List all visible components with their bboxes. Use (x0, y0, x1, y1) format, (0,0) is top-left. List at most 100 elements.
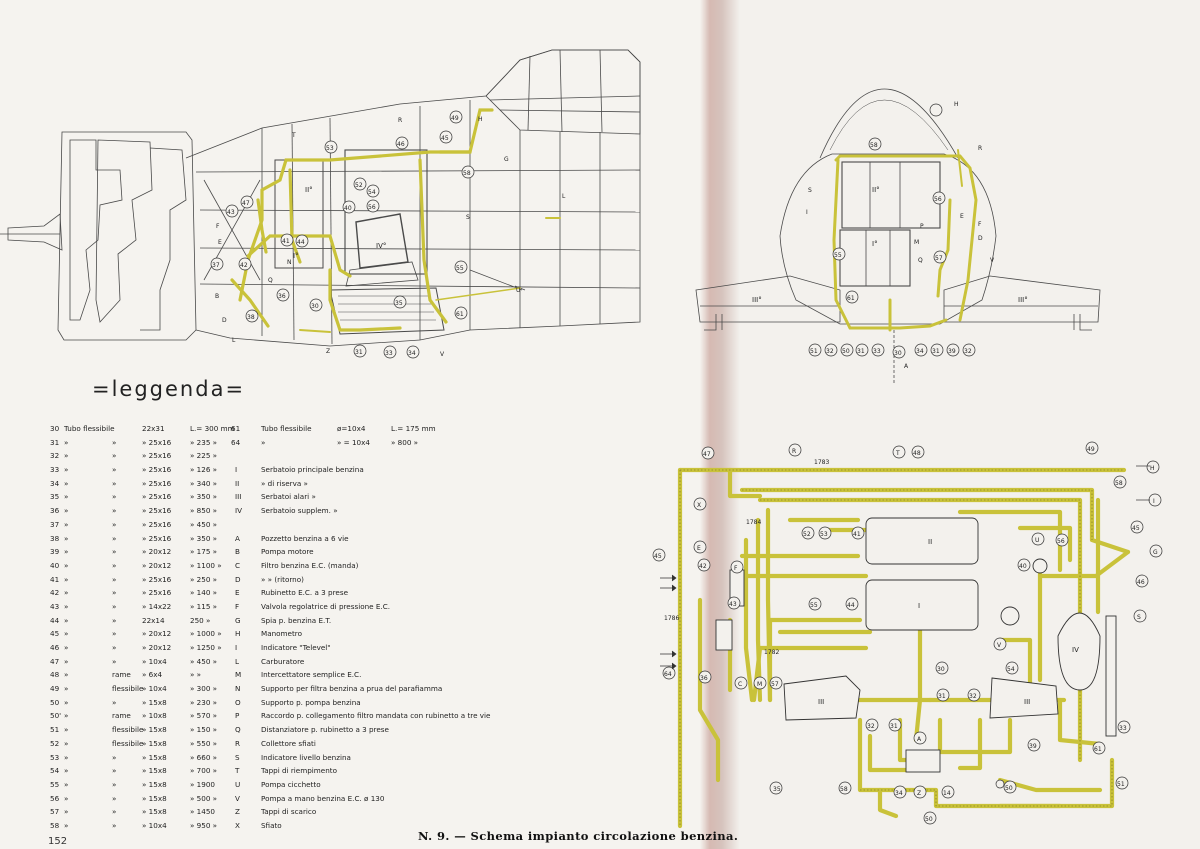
legend-row-dimension: » 25x16 (142, 588, 172, 598)
side-view-tank-labels: IV° II° I° (293, 186, 386, 260)
legend-row-description: Intercettatore semplice E.C. (261, 670, 362, 680)
legend-row-number: 46 (50, 643, 60, 652)
schematic-tank-labels: II I III III IV 1783 1784 1786 1782 (664, 459, 1079, 706)
svg-text:31: 31 (890, 723, 898, 730)
svg-text:N: N (287, 259, 292, 266)
legend-row-type: Tubo flessibile (261, 424, 312, 433)
svg-text:58: 58 (840, 786, 848, 793)
legend-row-material: » (112, 793, 117, 803)
legend-row-dimension: » 20x12 (142, 629, 172, 639)
legend-row-type: » (261, 437, 266, 447)
legend-row-material: flessibile (112, 725, 144, 735)
collector-A-shape (905, 749, 941, 773)
legend-row-number: 52 (50, 738, 60, 748)
legend-row-code: N (235, 684, 241, 694)
svg-text:V: V (440, 351, 445, 358)
svg-text:31: 31 (355, 349, 363, 356)
legend-row-description: Collettore sfiati (261, 738, 316, 748)
svg-text:31: 31 (938, 693, 946, 700)
legend-row-code: E (235, 588, 240, 598)
legend-row-dimension: » 15x8 (142, 793, 167, 803)
legend-row-code: X (235, 820, 240, 830)
legend-row-material: » (112, 643, 117, 652)
schem-tank-II-label: II (928, 538, 932, 546)
legend-row-length: » 450 » (190, 519, 218, 529)
svg-text:S: S (466, 214, 470, 221)
svg-text:Z: Z (917, 790, 921, 797)
filter-D-shape (715, 619, 733, 651)
svg-text:40: 40 (344, 205, 352, 212)
legend-row-material: rame (112, 670, 131, 680)
svg-text:H: H (478, 116, 483, 123)
svg-text:P: P (920, 223, 924, 230)
legend-row-type: » (64, 684, 69, 694)
side-view-callouts (210, 110, 475, 359)
svg-text:54: 54 (368, 189, 376, 196)
svg-text:D: D (222, 317, 227, 324)
legend-row-type: » (64, 697, 69, 707)
dim-1786: 1786 (664, 615, 679, 622)
dim-1784: 1784 (746, 519, 761, 526)
svg-text:55: 55 (834, 252, 842, 259)
legend-row-length: » 115 » (190, 601, 218, 611)
legend-row-dimension: » 25x16 (142, 519, 172, 529)
legend-row-description: Sfiato (261, 820, 282, 830)
legend-row-code: V (235, 793, 240, 803)
svg-text:46: 46 (1137, 579, 1145, 586)
legend-row-length: » 550 » (190, 738, 218, 748)
legend-row-material: » (112, 451, 117, 461)
legend-row-dimension: » 10x8 (142, 711, 167, 721)
legend-row-length: » 500 » (190, 793, 218, 803)
legend-row-number: 31 (50, 437, 60, 447)
svg-text:H: H (1150, 465, 1155, 472)
svg-text:34: 34 (408, 350, 416, 357)
legend-row-number: 37 (50, 519, 60, 529)
svg-text:33: 33 (1119, 725, 1127, 732)
svg-text:52: 52 (355, 182, 363, 189)
legend-row-code: U (235, 779, 241, 789)
legend-row-length: » 150 » (190, 725, 218, 735)
legend-row-type: » (64, 643, 69, 652)
legend-row-code: G (235, 615, 241, 625)
legend-row-number: 36 (50, 506, 60, 516)
svg-text:V: V (990, 257, 995, 264)
legend-row-number: 35 (50, 492, 60, 502)
front-tank-I-label: I° (872, 240, 878, 248)
legend-row-description: Serbatoio principale benzina (261, 465, 364, 475)
legend-row-code: C (235, 560, 241, 570)
legend-row-code: Q (235, 725, 241, 735)
legend-row-material: » (112, 506, 117, 516)
svg-text:S: S (1137, 614, 1141, 621)
svg-text:31: 31 (932, 348, 940, 355)
svg-text:G: G (504, 156, 509, 163)
legend-row-material: » (112, 601, 117, 611)
svg-text:61: 61 (1094, 746, 1102, 753)
legend-row-material: » (112, 560, 117, 570)
svg-text:58: 58 (1115, 480, 1123, 487)
legend-row-length: » 660 » (190, 752, 218, 762)
legend-row-type: » (64, 465, 69, 475)
legend-row-dimension: » 6x4 (142, 670, 163, 680)
legend-row-material: » (112, 574, 117, 584)
legend-row-length: » 126 » (190, 465, 218, 475)
svg-text:48: 48 (913, 450, 921, 457)
svg-text:64: 64 (664, 671, 672, 678)
front-view-tank-labels: II° I° III° III° (752, 186, 1028, 304)
legend-row-dimension: » 10x4 (142, 656, 167, 666)
legend-row-code: II (235, 478, 240, 488)
svg-text:43: 43 (729, 601, 737, 608)
legend-row-dimension: » 14x22 (142, 601, 172, 611)
svg-text:53: 53 (326, 145, 334, 152)
legend-row-type: » (64, 779, 69, 789)
legend-row-dimension: » = 10x4 (337, 437, 370, 447)
svg-text:51: 51 (1117, 781, 1125, 788)
legend-row-number: 48 (50, 670, 60, 680)
svg-text:30: 30 (937, 666, 945, 673)
legend-row-material: flessibile (112, 738, 144, 748)
svg-text:T: T (895, 450, 900, 457)
legend-row-code: IV (235, 506, 243, 516)
legend-row-code: F (235, 601, 240, 611)
svg-text:42: 42 (240, 262, 248, 269)
